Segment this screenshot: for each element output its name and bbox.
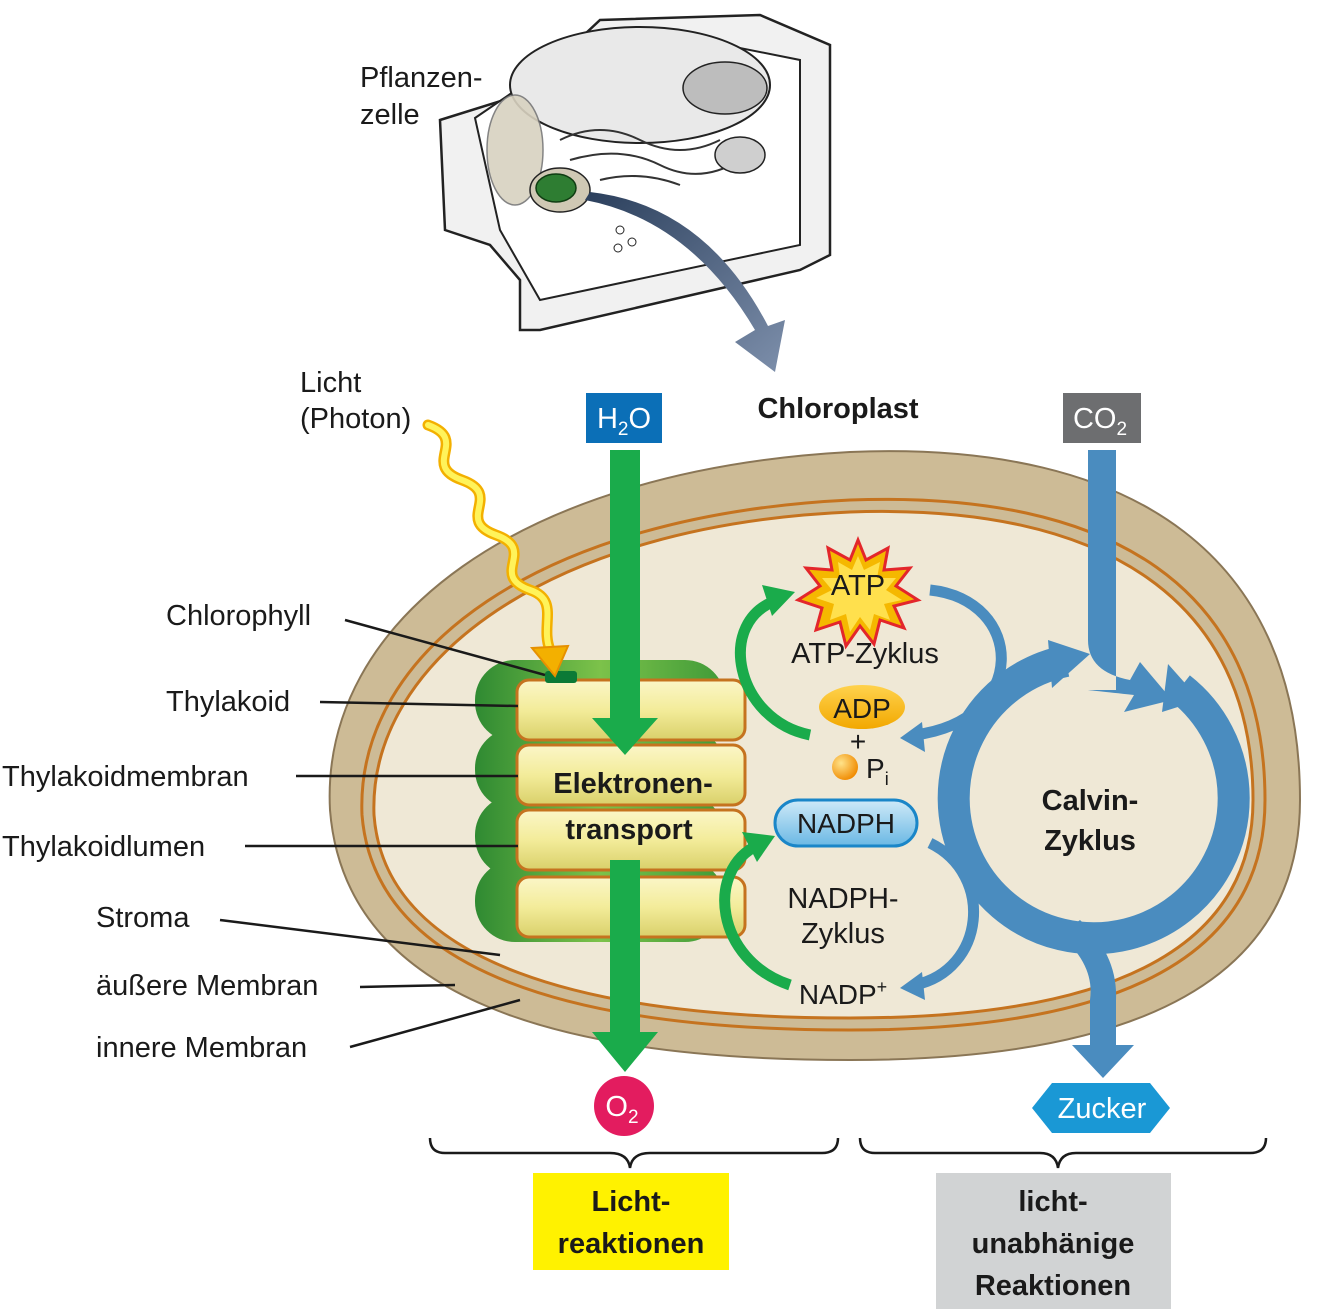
- cell-label-line2: zelle: [360, 99, 420, 131]
- cell-label-line1: Pflanzen-: [360, 62, 483, 94]
- nadph-pill: [773, 798, 919, 848]
- dark-reactions-box: [936, 1173, 1171, 1309]
- h2o-label: H2O: [597, 403, 651, 440]
- photon-arrowhead: [529, 644, 570, 678]
- h2o-box: [586, 393, 662, 443]
- light-reactions-line1: Licht-: [592, 1186, 671, 1218]
- electron-transport-line1: Elektronen-: [553, 768, 713, 800]
- co2-inflow-arrow: [1088, 450, 1172, 712]
- nadph-cycle-blue-arc: [913, 838, 979, 991]
- calvin-arrowhead: [1048, 640, 1090, 688]
- light-reactions-box: [533, 1173, 729, 1270]
- atp-cycle-green-arc: [735, 594, 812, 741]
- leader-lines: [219, 618, 546, 1049]
- chloroplast: [328, 450, 1302, 1062]
- co2-label: CO2: [1073, 403, 1127, 440]
- light-reactions-brace: [428, 1137, 840, 1169]
- plus-sign: +: [850, 726, 866, 757]
- chloroplast-title: Chloroplast: [757, 393, 918, 425]
- zoom-arrow: [585, 192, 785, 372]
- adp-label: ADP: [833, 693, 891, 724]
- phosphate-ball: [832, 754, 858, 780]
- atp-cycle-blue-arc: [914, 584, 1007, 741]
- calvin-label-line1: Calvin-: [1042, 785, 1139, 817]
- label-thylakoid-lumen: Thylakoidlumen: [2, 831, 205, 863]
- sugar-hexagon: [1032, 1083, 1170, 1133]
- label-outer-membrane: äußere Membran: [96, 970, 318, 1002]
- label-chlorophyll: Chlorophyll: [166, 600, 311, 632]
- atp-cycle-label: ATP-Zyklus: [791, 638, 939, 670]
- chlorophyll-marker: [545, 671, 577, 683]
- label-inner-membrane: innere Membran: [96, 1032, 307, 1064]
- water-inflow-arrow: [592, 450, 658, 755]
- plant-cell-illustration: [438, 13, 832, 332]
- co2-box: [1063, 393, 1141, 443]
- label-thylakoid-membrane: Thylakoidmembran: [2, 761, 249, 793]
- dark-reactions-line3: Reaktionen: [975, 1270, 1131, 1302]
- sugar-outflow-arrow: [1060, 920, 1134, 1078]
- calvin-arrowhead-right: [1162, 664, 1200, 712]
- atp-label: ATP: [831, 570, 885, 602]
- label-stroma: Stroma: [96, 902, 190, 934]
- o2-label: O2: [605, 1091, 638, 1128]
- dark-reactions-brace: [858, 1137, 1268, 1169]
- light-label-line1: Licht: [300, 367, 361, 399]
- pi-label: Pi: [866, 753, 889, 789]
- nadph-label: NADPH: [797, 808, 895, 839]
- nadph-cycle-line2: Zyklus: [801, 918, 885, 950]
- label-thylakoid: Thylakoid: [166, 686, 290, 718]
- light-reactions-line2: reaktionen: [558, 1228, 705, 1260]
- calvin-label-line2: Zyklus: [1044, 825, 1136, 857]
- light-label-line2: (Photon): [300, 403, 411, 435]
- nadph-cycle-line1: NADPH-: [787, 883, 898, 915]
- oxygen-outflow-arrow: [592, 860, 658, 1072]
- sugar-label: Zucker: [1058, 1093, 1147, 1125]
- nadp-label: NADP+: [799, 977, 887, 1010]
- electron-transport-line2: transport: [565, 814, 693, 846]
- dark-reactions-line1: licht-: [1018, 1186, 1087, 1218]
- nadph-cycle-green-arc: [719, 840, 792, 991]
- o2-circle: [594, 1076, 654, 1136]
- dark-reactions-line2: unabhänige: [972, 1228, 1135, 1260]
- adp-pill: [819, 685, 905, 729]
